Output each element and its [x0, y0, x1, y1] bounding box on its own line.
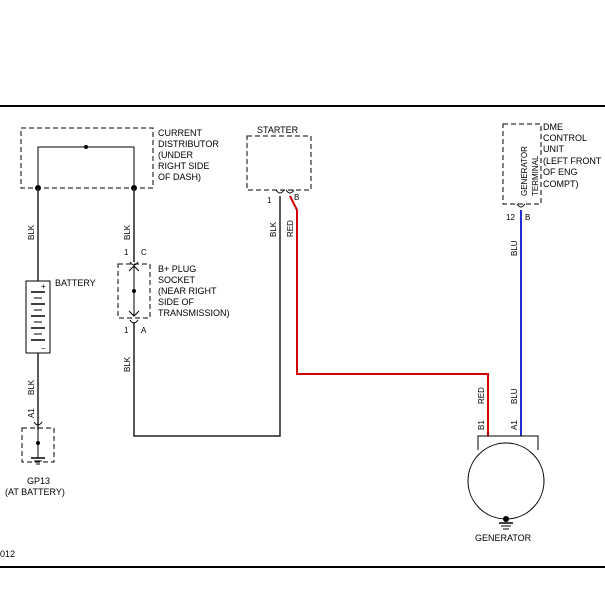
battery-label: BATTERY	[55, 278, 96, 288]
ground-gp13: GP13 (AT BATTERY)	[5, 421, 65, 497]
starter: STARTER 1 B	[246, 125, 312, 205]
pin-starter-b: B	[294, 193, 299, 202]
ground-label-1: GP13	[27, 476, 50, 486]
ground-label-2: (AT BATTERY)	[5, 487, 65, 497]
wire-label-blk-2: BLK	[123, 224, 132, 240]
generator: GENERATOR	[467, 435, 545, 543]
dme-label-2: CONTROL	[543, 133, 587, 143]
pin-gen-a1: A1	[510, 420, 519, 430]
socket-label-3: (NEAR RIGHT	[158, 286, 217, 296]
wire-label-blu-1: BLU	[510, 240, 519, 256]
generator-label: GENERATOR	[475, 533, 532, 543]
dme-internal-label-1: GENERATOR	[520, 146, 529, 196]
wire-label-blk-1: BLK	[27, 224, 36, 240]
battery: + − BATTERY	[25, 278, 96, 354]
wire-socket-starter	[133, 196, 281, 437]
distributor-label-4: RIGHT SIDE	[158, 161, 209, 171]
pin-socket-a: A	[141, 326, 147, 335]
pin-dme-12: 12	[506, 213, 515, 222]
dme-label-5: OF ENG	[543, 167, 578, 177]
pin-ground-a1: A1	[27, 408, 36, 418]
pin-socket-c: C	[141, 248, 147, 257]
wire-label-red-1: RED	[286, 220, 295, 237]
wire-label-blk-3: BLK	[123, 356, 132, 372]
battery-plus-icon: +	[41, 282, 46, 291]
pin-socket-a-num: 1	[124, 326, 129, 335]
starter-label: STARTER	[257, 125, 299, 135]
wire-label-blk-5: BLK	[269, 221, 278, 237]
b-plus-plug-socket: B+ PLUG SOCKET (NEAR RIGHT SIDE OF TRANS…	[117, 261, 230, 324]
wire-starter-generator	[289, 195, 489, 436]
distributor-label-5: OF DASH)	[158, 172, 201, 182]
pin-gen-b1: B1	[477, 420, 486, 430]
wire-label-blu-2: BLU	[510, 388, 519, 404]
distributor-label-1: CURRENT	[158, 128, 203, 138]
dme-internal-label-2: TERMINAL	[531, 155, 540, 196]
socket-label-1: B+ PLUG	[158, 264, 196, 274]
socket-label-4: SIDE OF	[158, 297, 195, 307]
pin-dme-b: B	[525, 213, 530, 222]
dme-label-6: COMPT)	[543, 179, 579, 189]
wire-label-red-2: RED	[477, 387, 486, 404]
distributor-label-3: (UNDER	[158, 150, 193, 160]
battery-minus-icon: −	[41, 344, 46, 353]
distributor-label-2: DISTRIBUTOR	[158, 139, 219, 149]
wire-label-blk-4: BLK	[27, 379, 36, 395]
dme-label-3: UNIT	[543, 144, 564, 154]
diagram-id: 012	[0, 549, 15, 559]
pin-starter-1: 1	[267, 196, 272, 205]
dme-label-4: (LEFT FRONT	[543, 156, 602, 166]
dme-control-unit: GENERATOR TERMINAL DME CONTROL UNIT (LEF…	[502, 122, 602, 222]
pin-socket-c-num: 1	[124, 248, 129, 257]
dme-label-1: DME	[543, 122, 563, 132]
socket-label-5: TRANSMISSION)	[158, 308, 230, 318]
current-distributor: CURRENT DISTRIBUTOR (UNDER RIGHT SIDE OF…	[20, 127, 219, 191]
socket-label-2: SOCKET	[158, 275, 196, 285]
